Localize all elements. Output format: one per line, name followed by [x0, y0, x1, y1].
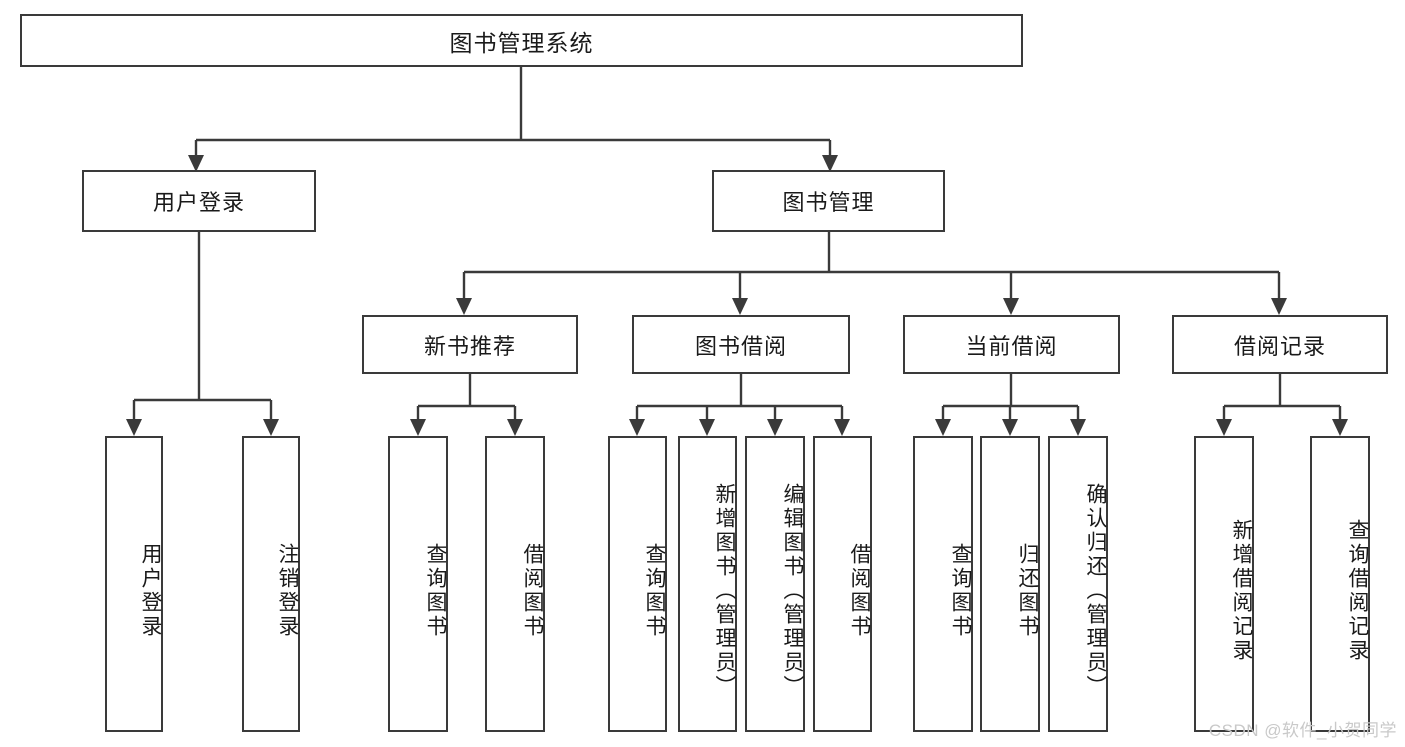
node-label: 查询借阅记录 — [1346, 519, 1369, 663]
node-label: 图书借阅 — [694, 333, 787, 359]
leaf-new-book-query[interactable]: 查询图书 — [388, 436, 448, 732]
node-label: 用户登录 — [139, 543, 162, 639]
node-new-book-recommend[interactable]: 新书推荐 — [362, 315, 578, 374]
node-label: 注销登录 — [276, 543, 299, 639]
node-label: 图书管理 — [782, 190, 875, 215]
leaf-book-borrow-query[interactable]: 查询图书 — [608, 436, 667, 732]
node-book-management[interactable]: 图书管理 — [712, 170, 945, 232]
node-label: 用户登录 — [152, 190, 245, 215]
leaf-borrow-record-query[interactable]: 查询借阅记录 — [1310, 436, 1370, 732]
node-label: 归还图书 — [1016, 543, 1039, 639]
node-label: 查询图书 — [949, 543, 972, 639]
node-book-borrow[interactable]: 图书借阅 — [632, 315, 850, 374]
leaf-current-borrow-confirm-return[interactable]: 确认归还（管理员） — [1048, 436, 1108, 732]
leaf-user-login-login[interactable]: 用户登录 — [105, 436, 163, 732]
node-label: 编辑图书（管理员） — [781, 483, 804, 699]
node-label: 新书推荐 — [423, 333, 516, 359]
leaf-new-book-borrow[interactable]: 借阅图书 — [485, 436, 545, 732]
leaf-user-login-logout[interactable]: 注销登录 — [242, 436, 300, 732]
leaf-current-borrow-query[interactable]: 查询图书 — [913, 436, 973, 732]
node-label: 新增图书（管理员） — [713, 483, 736, 699]
node-label: 查询图书 — [643, 543, 666, 639]
node-label: 新增借阅记录 — [1230, 519, 1253, 663]
leaf-book-borrow-edit[interactable]: 编辑图书（管理员） — [745, 436, 805, 732]
node-label: 确认归还（管理员） — [1084, 483, 1107, 699]
node-root-system[interactable]: 图书管理系统 — [20, 14, 1023, 67]
node-label: 借阅图书 — [848, 543, 871, 639]
node-borrow-record[interactable]: 借阅记录 — [1172, 315, 1388, 374]
node-user-login[interactable]: 用户登录 — [82, 170, 316, 232]
node-label: 借阅图书 — [521, 543, 544, 639]
node-label: 查询图书 — [424, 543, 447, 639]
node-current-borrow[interactable]: 当前借阅 — [903, 315, 1120, 374]
node-label: 当前借阅 — [965, 333, 1058, 359]
leaf-book-borrow-borrow[interactable]: 借阅图书 — [813, 436, 872, 732]
leaf-current-borrow-return[interactable]: 归还图书 — [980, 436, 1040, 732]
leaf-borrow-record-add[interactable]: 新增借阅记录 — [1194, 436, 1254, 732]
watermark-text: CSDN @软件_小贺同学 — [1208, 721, 1397, 740]
node-label: 借阅记录 — [1233, 333, 1326, 359]
node-label: 图书管理系统 — [449, 29, 594, 56]
leaf-book-borrow-add[interactable]: 新增图书（管理员） — [678, 436, 737, 732]
